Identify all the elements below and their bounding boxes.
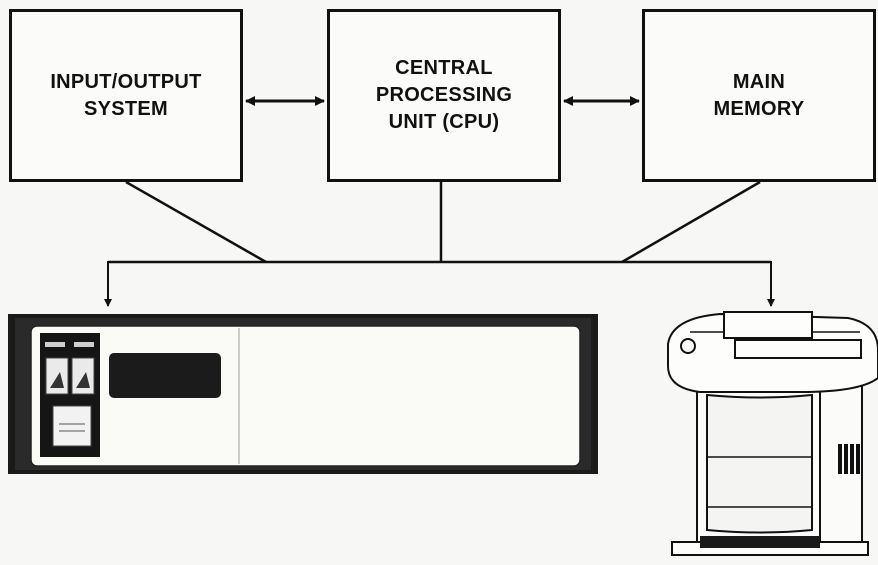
input-output-system-label: INPUT/OUTPUT SYSTEM — [50, 70, 202, 120]
central-processing-unit-label: CENTRAL PROCESSING UNIT (CPU) — [375, 57, 513, 133]
memory-bus-line — [621, 180, 761, 264]
main-memory-block: MAIN MEMORY — [642, 9, 876, 182]
printer-terminal — [667, 311, 878, 556]
disk-drive-unit — [8, 314, 598, 474]
io-bus-line — [125, 180, 267, 264]
main-memory-label: MAIN MEMORY — [713, 70, 805, 120]
central-processing-unit-block: CENTRAL PROCESSING UNIT (CPU) — [327, 9, 561, 182]
input-output-system-block: INPUT/OUTPUT SYSTEM — [9, 9, 243, 182]
